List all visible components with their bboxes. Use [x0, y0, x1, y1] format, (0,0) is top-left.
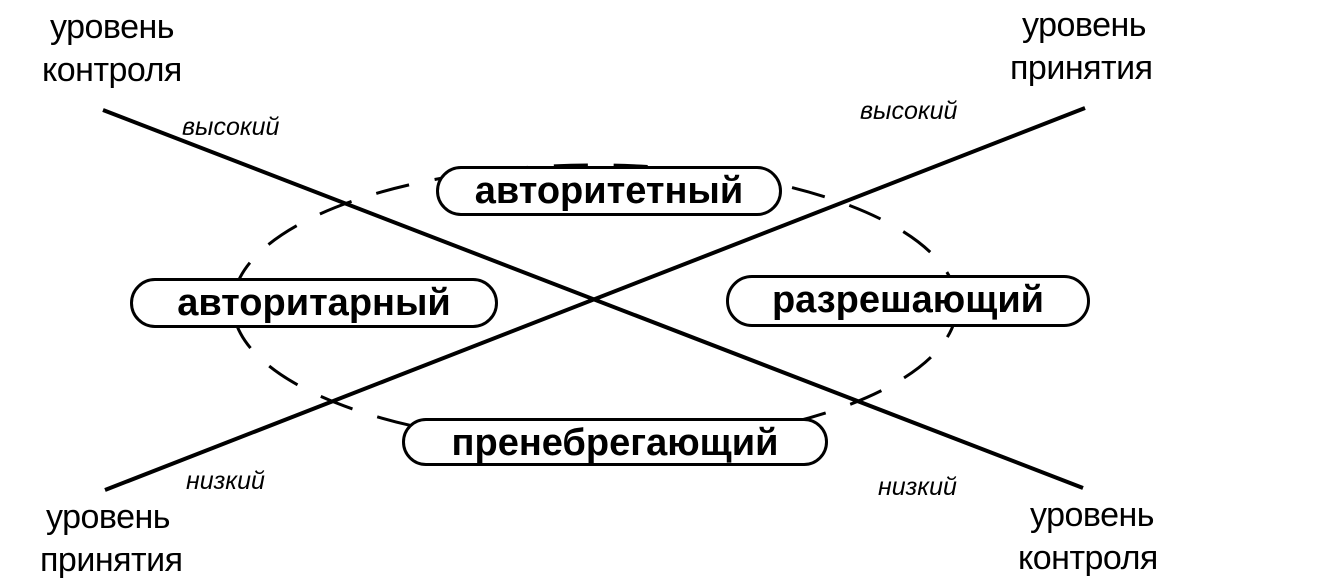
corner-bottom-right-line1: уровень	[1030, 496, 1155, 534]
corner-top-right-line2: принятия	[1010, 49, 1153, 87]
style-box-neglectful: пренебрегающий	[402, 418, 828, 466]
level-label-low-acceptance: низкий	[186, 467, 265, 495]
style-label-authoritative: авторитетный	[474, 170, 744, 212]
level-label-high-control: высокий	[182, 113, 280, 141]
style-box-authoritative: авторитетный	[436, 166, 782, 216]
corner-label-top-left: уровень контроля	[42, 6, 182, 92]
corner-label-bottom-right: уровень контроля	[1018, 494, 1158, 580]
style-label-permissive: разрешающий	[771, 279, 1045, 321]
corner-bottom-right-line2: контроля	[1018, 539, 1158, 577]
corner-top-left-line2: контроля	[42, 51, 182, 89]
corner-top-left-line1: уровень	[50, 8, 175, 46]
acceptance-axis-line	[104, 106, 1086, 492]
style-box-permissive: разрешающий	[726, 275, 1090, 327]
style-label-authoritarian: авторитарный	[177, 282, 451, 324]
corner-top-right-line1: уровень	[1022, 6, 1147, 44]
corner-label-bottom-left: уровень принятия	[40, 496, 183, 582]
corner-bottom-left-line2: принятия	[40, 541, 183, 579]
corner-bottom-left-line1: уровень	[46, 498, 171, 536]
level-label-low-control: низкий	[878, 473, 957, 501]
style-label-neglectful: пренебрегающий	[451, 422, 779, 464]
level-label-high-acceptance: высокий	[860, 97, 958, 125]
corner-label-top-right: уровень принятия	[1010, 4, 1153, 90]
style-box-authoritarian: авторитарный	[130, 278, 498, 328]
